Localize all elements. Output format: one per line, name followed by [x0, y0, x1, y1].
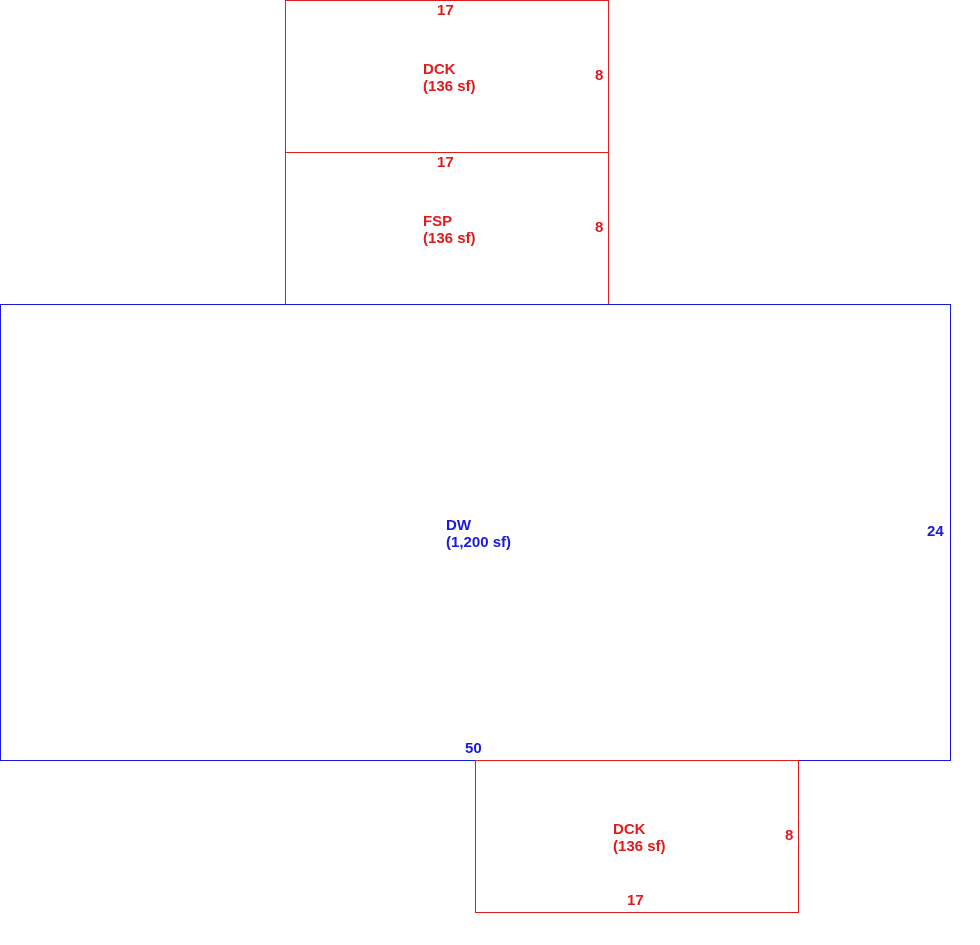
fsp-width-dim: 17	[437, 154, 454, 171]
dw-area-label: (1,200 sf)	[446, 534, 512, 551]
dw-width-dim: 50	[465, 740, 482, 757]
dck-bottom-code: DCK	[613, 821, 646, 838]
dw-depth-dim: 24	[927, 523, 944, 540]
dck-bottom-area	[475, 760, 799, 913]
dw-code: DW	[446, 517, 471, 534]
dck-bottom-width-dim: 17	[627, 892, 644, 909]
dck-top-area-label: (136 sf)	[423, 78, 476, 95]
fsp-depth-dim: 8	[595, 219, 604, 236]
dw-area	[0, 304, 951, 761]
dck-bottom-depth-dim: 8	[785, 827, 794, 844]
fsp-code: FSP	[423, 213, 453, 230]
dck-top-width-dim: 17	[437, 2, 454, 19]
dck-top-code: DCK	[423, 61, 456, 78]
dck-bottom-area-label: (136 sf)	[613, 838, 666, 855]
fsp-area-label: (136 sf)	[423, 230, 476, 247]
dck-top-depth-dim: 8	[595, 67, 604, 84]
